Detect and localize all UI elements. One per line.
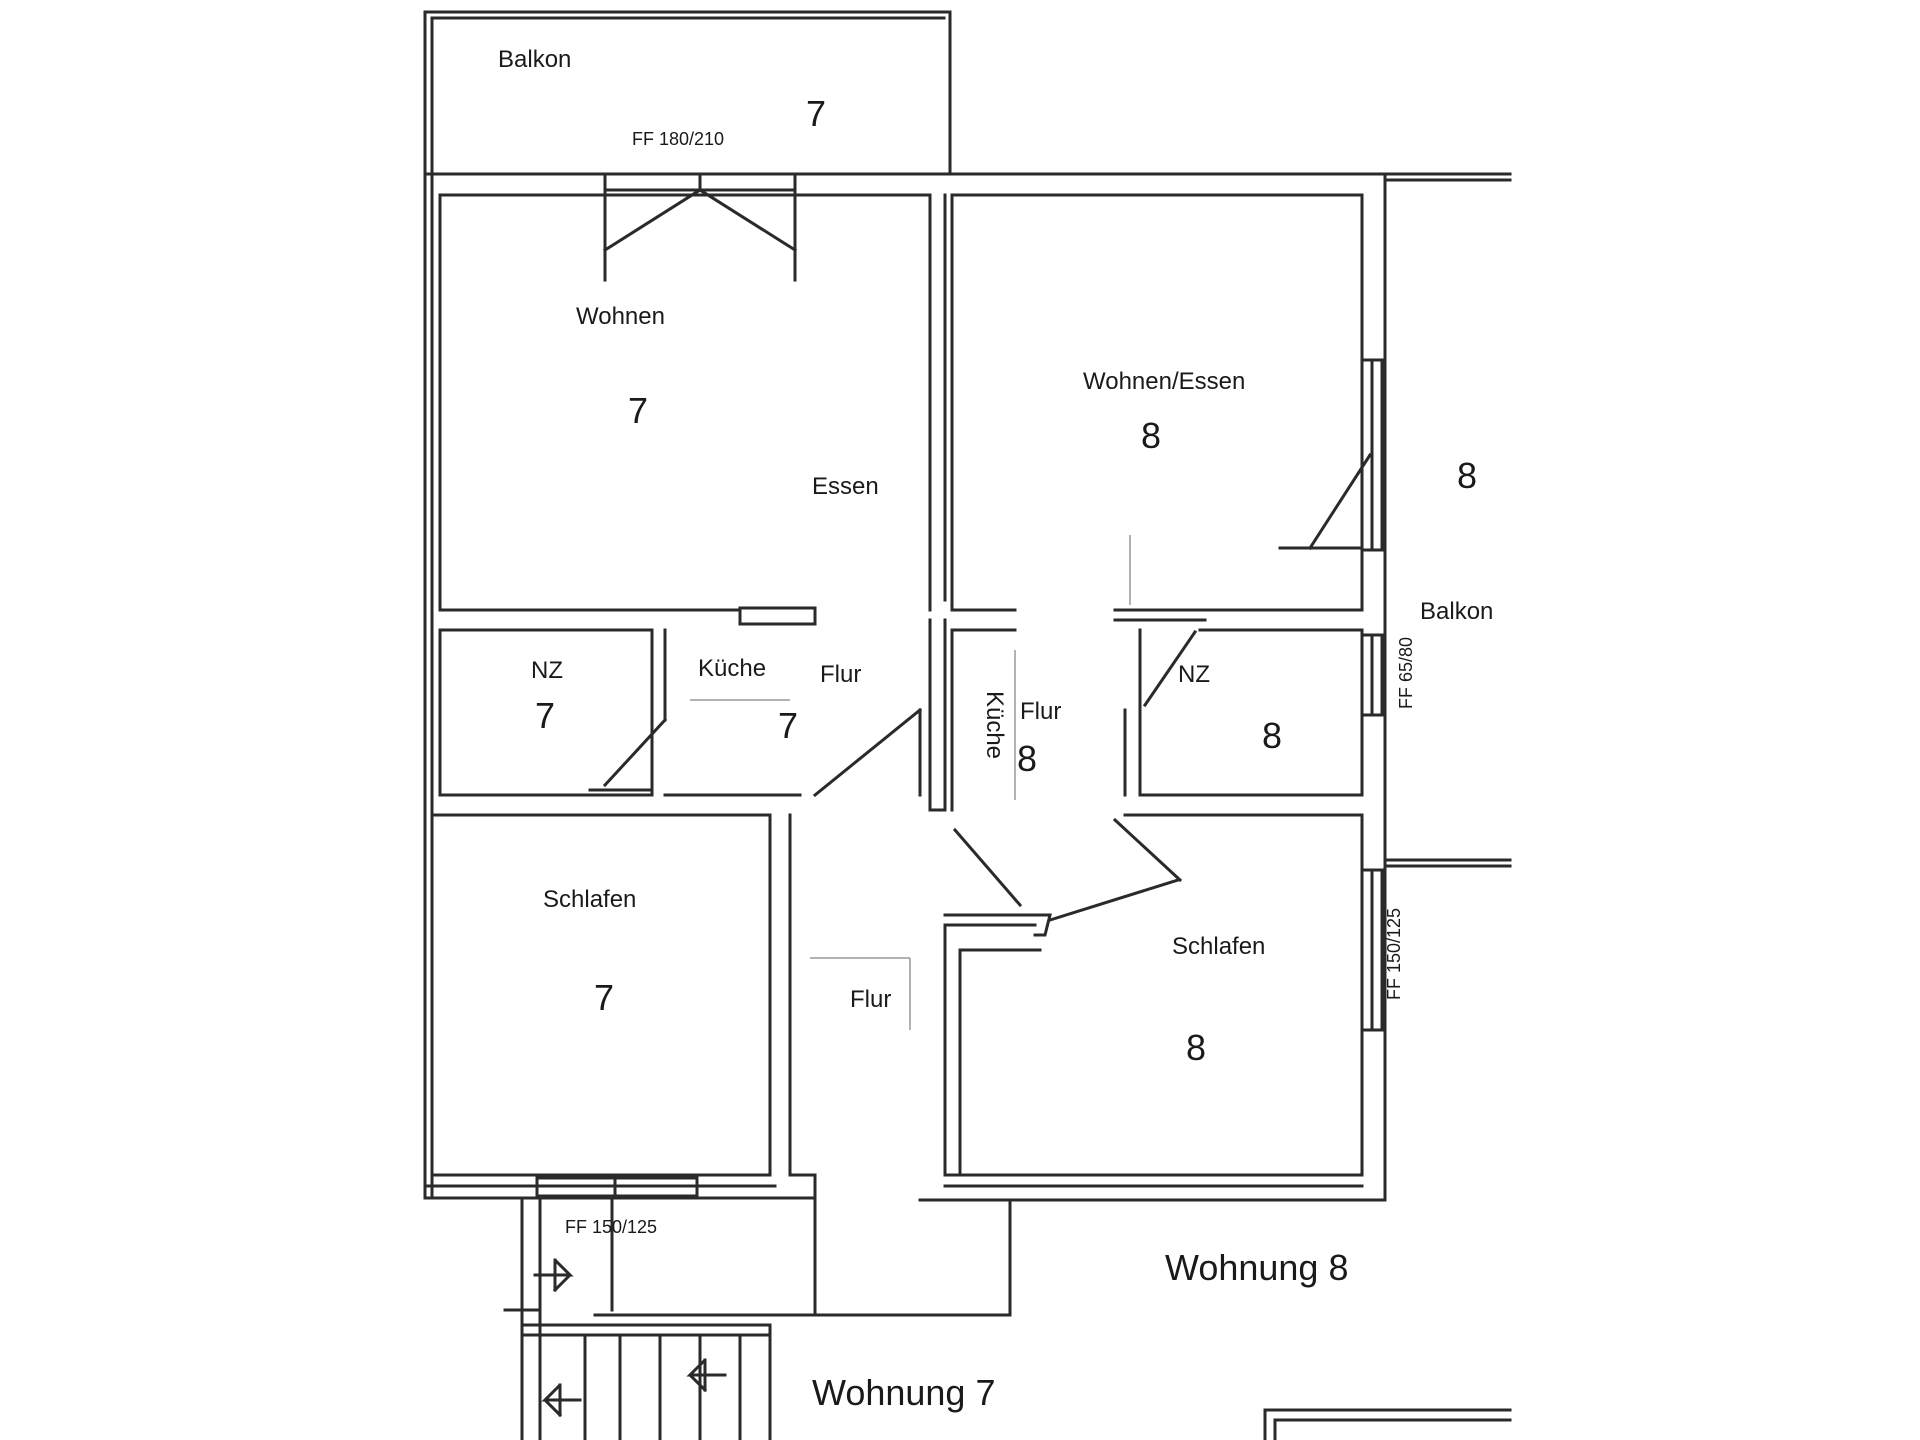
room-number-nz-8: 8 (1262, 715, 1283, 756)
room-label-nz-7: NZ (531, 657, 563, 684)
room-number-balkon-8: 8 (1457, 455, 1478, 496)
room-label-schlafen-8: Schlafen (1172, 933, 1266, 960)
flur-8-walls (950, 628, 1183, 908)
window-spec-balkon-8: FF 65/80 (1396, 636, 1417, 710)
room-label-nz-8: NZ (1178, 661, 1210, 688)
room-label-schlafen-7: Schlafen (543, 886, 637, 913)
stairs (503, 1198, 772, 1440)
central-partition (928, 193, 947, 812)
room-label-essen-7: Essen (812, 473, 879, 500)
schlafen-8-walls (943, 813, 1384, 1177)
corner-mark (1263, 1408, 1512, 1440)
flur-7-upper-walls (663, 707, 923, 798)
room-number-wohnen-7: 7 (628, 390, 649, 431)
room-number-nz-7: 7 (535, 695, 556, 736)
room-number-schlafen-7: 7 (594, 977, 615, 1018)
room-label-wohnen-essen-8: Wohnen/Essen (1083, 368, 1246, 395)
balkon-7-outline (423, 10, 952, 174)
room-label-balkon-8: Balkon (1420, 598, 1494, 625)
outer-walls (423, 172, 1512, 1202)
apartment-label-wohnung-8: Wohnung 8 (1165, 1247, 1349, 1288)
flur-7-lower-walls (593, 1196, 1012, 1317)
window-spec-schlafen-8: FF 150/125 (1384, 907, 1405, 1001)
balcony-door-7 (602, 172, 798, 282)
wohnen-essen-8-walls (950, 193, 1384, 612)
window-spec-schlafen-7: FF 150/125 (565, 1217, 658, 1237)
room-number-kueche-7: 7 (778, 705, 799, 746)
room-label-wohnen-7: Wohnen (576, 303, 665, 330)
nz-7-walls (438, 628, 668, 797)
room-label-kueche-8: Küche (981, 690, 1009, 760)
apartment-label-wohnung-7: Wohnung 7 (812, 1372, 996, 1413)
schlafen-7-walls (430, 813, 817, 1200)
room-label-flur-7-lower: Flur (850, 986, 892, 1013)
room-number-schlafen-8: 8 (1186, 1027, 1207, 1068)
wohnen-7-walls (438, 193, 932, 626)
room-number-kueche-flur-8: 8 (1017, 738, 1038, 779)
room-label-balkon-7: Balkon (498, 46, 572, 73)
room-label-flur-7-upper: Flur (820, 661, 862, 688)
room-number-wohnen-essen-8: 8 (1141, 415, 1162, 456)
nz-8-walls (1113, 618, 1384, 797)
room-number-balkon-7: 7 (806, 93, 827, 134)
window-spec-balkon-7: FF 180/210 (632, 129, 725, 149)
room-label-kueche-7: Küche (698, 655, 767, 682)
room-label-flur-8: Flur (1020, 698, 1062, 725)
